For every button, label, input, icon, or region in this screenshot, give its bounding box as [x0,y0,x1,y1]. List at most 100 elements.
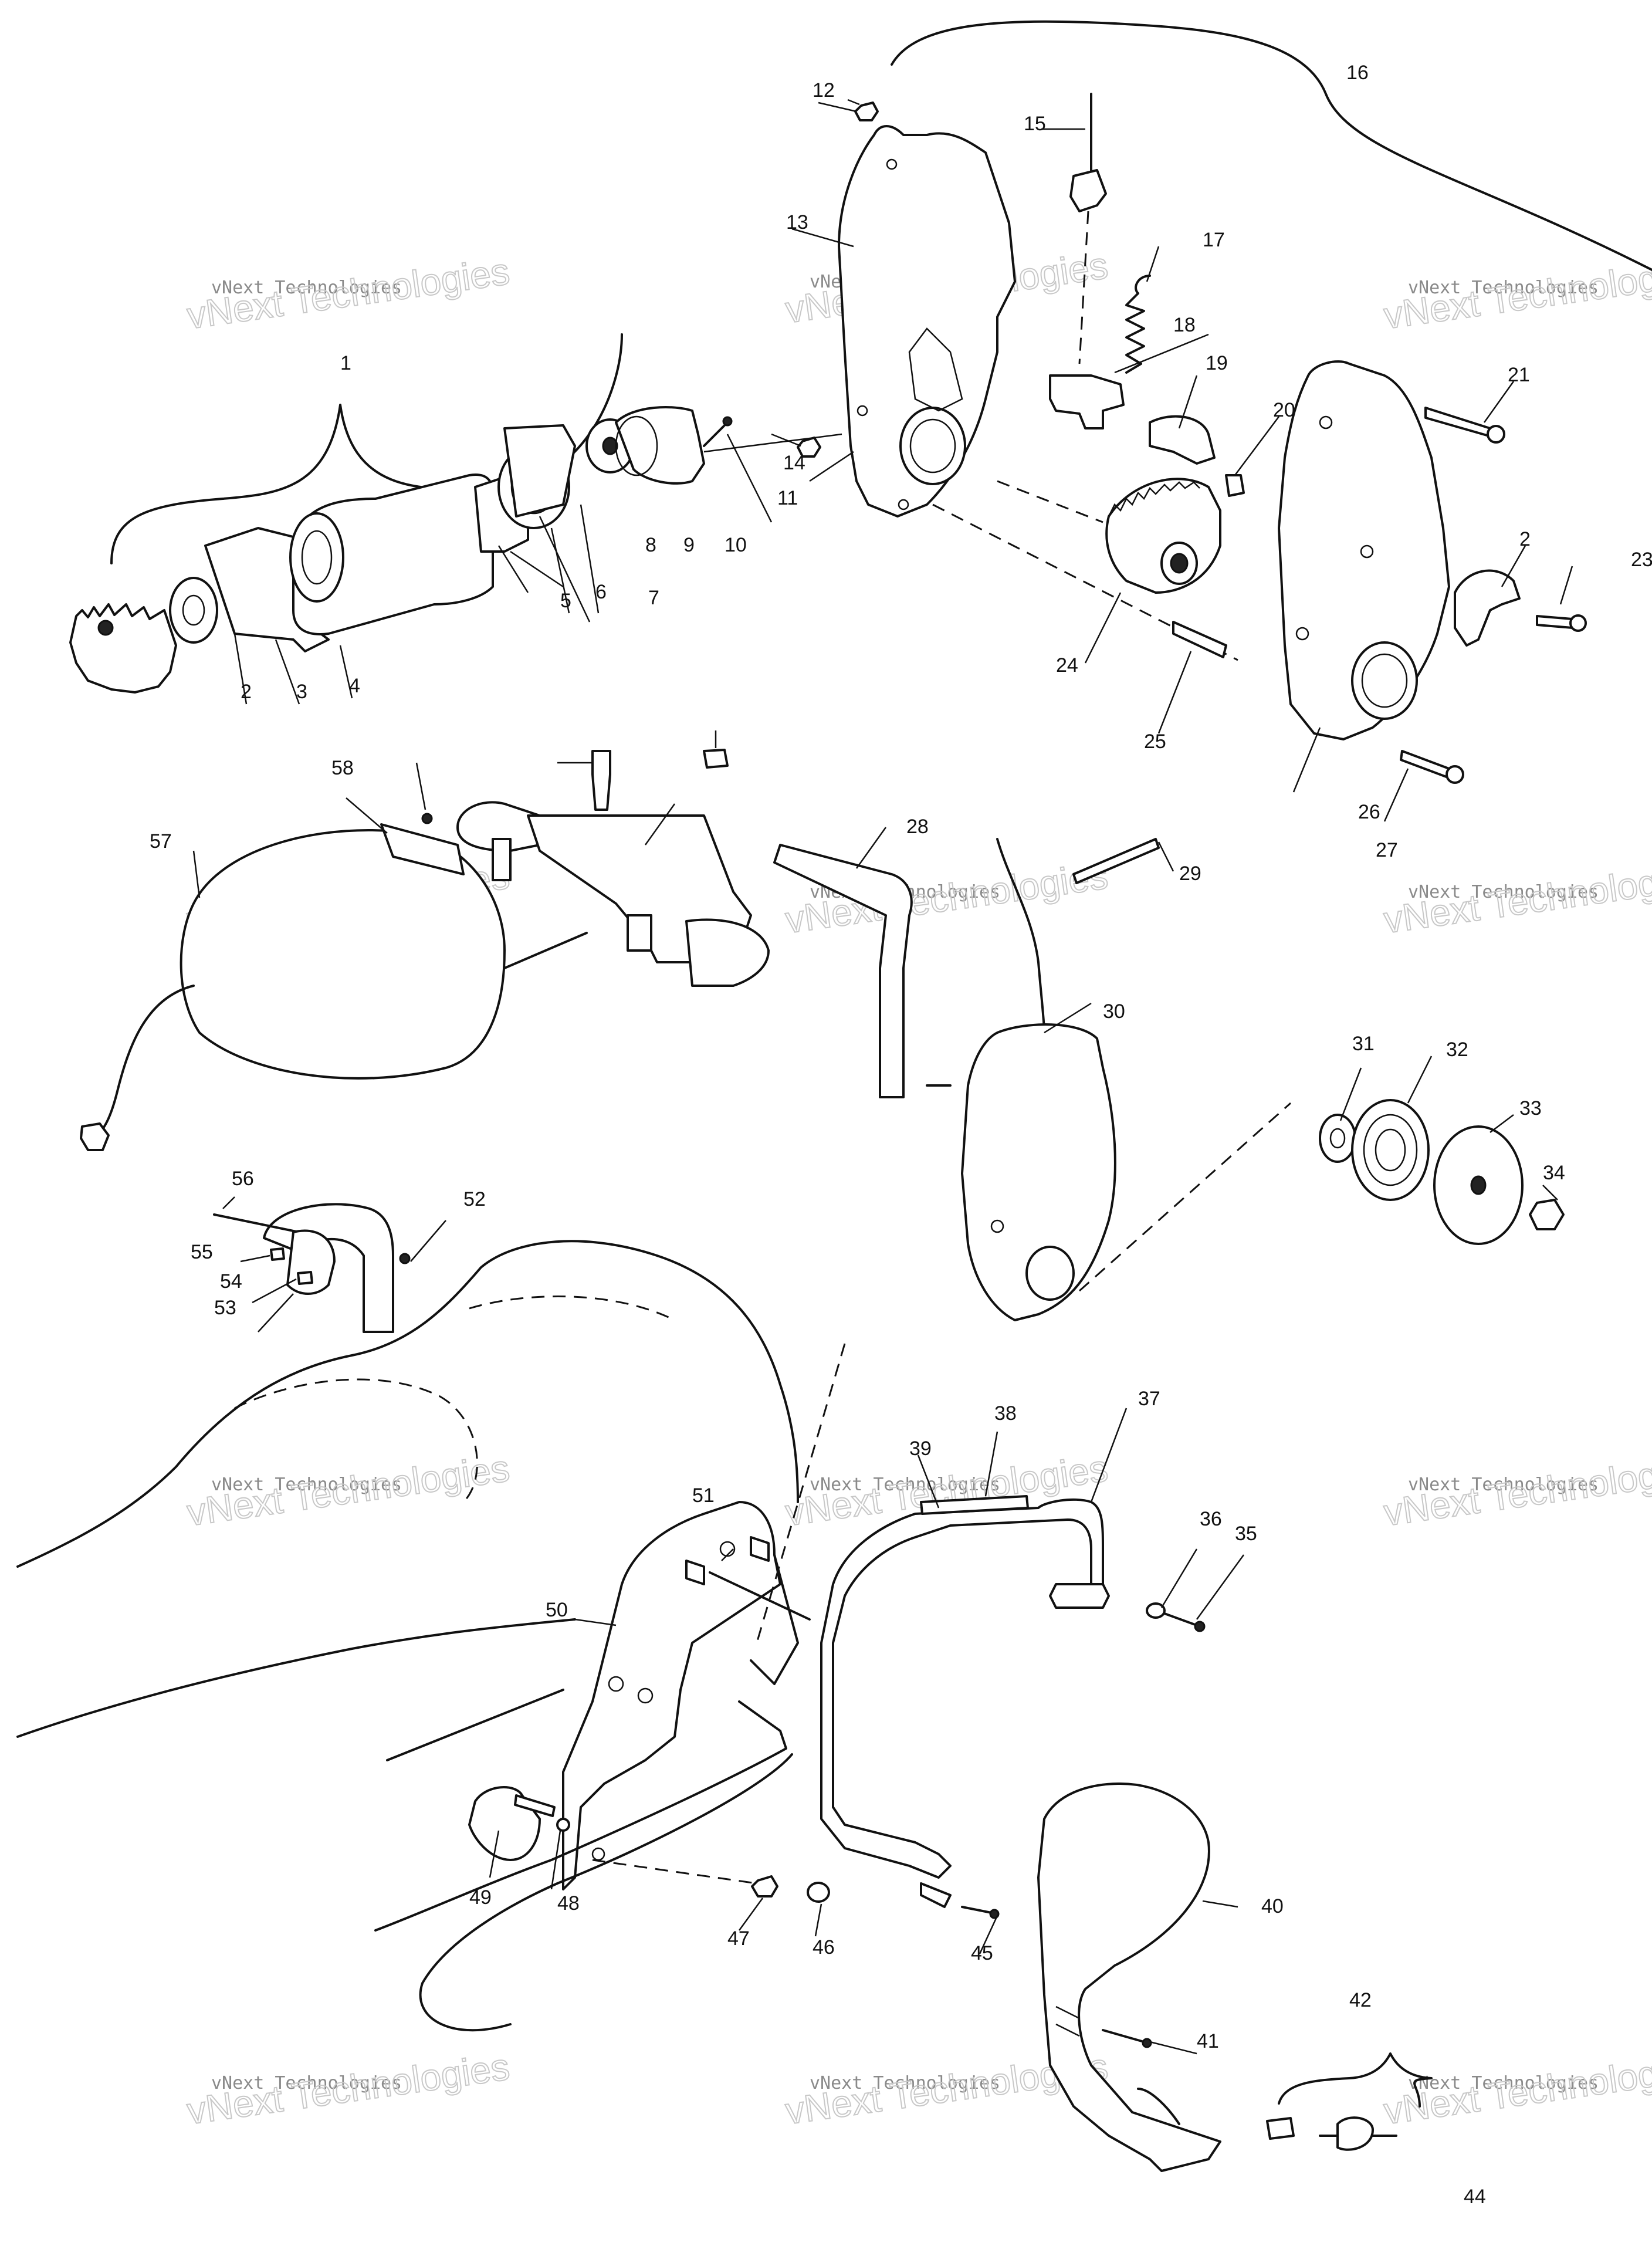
callout-39-38: 39 [909,1438,932,1460]
seat-stitch-1 [234,1378,478,1503]
washer-34 [1146,1602,1166,1619]
outer-cover-shell [1278,360,1450,740]
leader-lines [192,99,1573,2055]
rear-cover [615,406,705,485]
pinion-hub [97,620,114,636]
screw-54 [213,1213,300,1233]
callout-18-17: 18 [1173,314,1196,336]
seat-outline [16,1240,799,1568]
spacer-40a [1266,2117,1295,2140]
callout-53-51: 53 [214,1297,236,1319]
callout-7-6: 7 [648,587,659,609]
pivot-pin [1225,474,1245,497]
callout-47-45: 47 [727,1927,750,1950]
callout-28-27: 28 [906,816,929,838]
outer-cover-bore-inner [1361,653,1408,708]
chaincase-outer-cover [1278,360,1450,740]
callout-20-19: 20 [1273,399,1295,421]
callout-12-11: 12 [813,79,835,102]
starter-motor-assembly [69,406,733,694]
return-spring [1125,275,1151,374]
callout-5-4: 5 [560,590,571,612]
watermark-text-2: vNext Technologies [1408,278,1599,298]
washer-44 [807,1882,830,1903]
nut-top [854,102,879,121]
cover-alignment [756,1343,846,1643]
lever-cam [1149,415,1216,465]
end-bearing-hub [602,437,618,455]
bracket-hole-4 [591,1847,605,1861]
outer-cover-hole-2 [1360,544,1374,559]
callout-50-48: 50 [546,1599,568,1621]
sector-gear-body [1105,478,1221,594]
callout-15-14: 15 [1024,113,1046,135]
housing-end-cap-inner [301,530,333,585]
watermark-text-0: vNext Technologies [211,278,402,298]
washer-46 [556,1818,570,1832]
recoil-bore [1025,1246,1075,1301]
screw-22 [1536,615,1573,629]
cable-clip [1069,169,1107,212]
callout-16-15: 16 [1346,62,1369,84]
leader-line-48 [386,1689,564,1761]
brace-assembly-40 [1278,2052,1433,2108]
callout-56-54: 56 [232,1168,254,1190]
knob-stud [514,1794,556,1817]
watermark-text-9: vNext Technologies [211,2073,402,2093]
callout-25-24: 25 [1144,730,1166,753]
chaincase-bore-inner [909,418,956,473]
recoil-housing [961,1023,1116,1321]
knob-47 [468,1786,541,1861]
watermark-text-8: vNext Technologies [1408,1474,1599,1495]
watermark-outline-6: vNext Technologies [184,1447,512,1534]
callout-44-42: 44 [1464,2186,1486,2208]
callout-42-41: 42 [1349,1989,1372,2011]
brace-assembly-15 [891,20,1652,271]
chaincase-inner-cover [838,125,1016,518]
callout-49-47: 49 [469,1886,492,1909]
callout-35-34: 35 [1235,1523,1257,1545]
rivet-50 [399,1253,411,1264]
bolt-20 [1424,407,1494,438]
callout-3-2: 3 [296,681,307,703]
watermark-text-5: vNext Technologies [1408,882,1599,902]
callout-8-7: 8 [645,534,656,556]
callout-1-0: 1 [340,352,351,374]
headlight-wire [99,985,195,1134]
through-bolt-head [722,416,733,427]
watermark-text-7: vNext Technologies [810,1474,1000,1495]
rear-cover-face [615,415,658,476]
lever-bracket [1454,569,1521,647]
watermark-outline-9: vNext Technologies [184,2045,512,2132]
drive-plate [503,424,576,518]
watermark-outline-11: vNext Technologies [1381,2045,1652,2132]
alignment-line-2 [997,480,1103,523]
sector-gear-teeth [1108,481,1200,517]
callout-32-31: 32 [1446,1039,1468,1061]
callout-29-28: 29 [1179,863,1201,885]
footrest-rail-upper [374,1700,787,1932]
callout-14-13: 14 [783,452,805,474]
brace-assembly-1 [110,333,623,564]
callout-40-39: 40 [1261,1895,1284,1917]
nut-45 [751,1875,778,1898]
chaincase-plate [838,125,1016,518]
callout-52-50: 52 [463,1188,486,1210]
screw-39 [1102,2029,1145,2043]
callout-33-32: 33 [1519,1097,1542,1119]
callout-55-53: 55 [191,1241,213,1263]
mount-block-51 [286,1229,336,1295]
bushing-49a [685,1560,705,1585]
recoil-spring-coil-2 [1375,1128,1406,1172]
watermark-outline-0: vNext Technologies [184,250,512,337]
through-bolt [703,421,729,447]
callout-58-56: 58 [331,757,354,779]
callout-27-26: 27 [1376,839,1398,861]
callout-6-5: 6 [595,581,607,603]
callout-34-33: 34 [1543,1162,1565,1184]
backrest-frame [820,1498,1104,1879]
bracket-bolt-line [709,1571,811,1621]
sector-gear-bore [1170,553,1189,574]
